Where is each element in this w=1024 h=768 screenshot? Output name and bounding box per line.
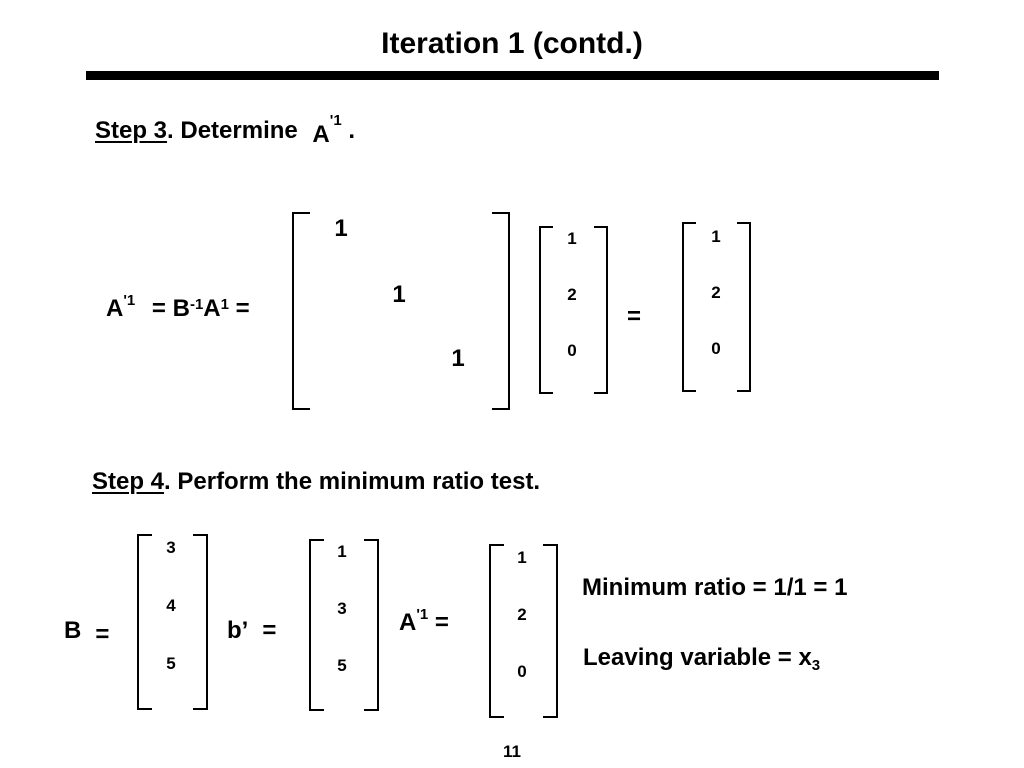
vector-right-bracket — [594, 226, 608, 394]
step4-label: Step 4 — [92, 468, 165, 495]
title-rule — [86, 71, 939, 80]
B-right-bracket — [193, 534, 208, 710]
b-left-bracket — [309, 539, 324, 711]
eq1-lhs-sup: '1 — [123, 292, 136, 309]
matrix-cell: 1 — [451, 345, 465, 372]
b-prime-equals: = — [262, 617, 277, 644]
page-number: 11 — [503, 742, 521, 761]
B-cell: 3 — [166, 538, 176, 557]
A-prime-symbol: A — [399, 609, 417, 636]
slide-title: Iteration 1 (contd.) — [381, 27, 643, 60]
vector-cell: 1 — [567, 229, 577, 248]
b-right-bracket — [364, 539, 379, 711]
result-left-bracket — [682, 222, 696, 392]
step4-line: Step 4. Perform the minimum ratio test. — [92, 467, 540, 497]
step3-sup: '1 — [329, 112, 342, 129]
vector-left-bracket — [539, 226, 553, 394]
step3-line: Step 3. Determine A'1 . — [95, 112, 356, 148]
A-left-bracket — [489, 544, 504, 718]
step3-text: . Determine — [167, 117, 305, 144]
A-cell: 1 — [517, 548, 527, 567]
B-cell: 5 — [166, 654, 176, 673]
step3-label: Step 3 — [95, 117, 168, 144]
B-equals: = — [95, 621, 110, 648]
leaving-label: Leaving variable = x — [583, 644, 812, 671]
b-prime-label: b’ = — [227, 616, 276, 646]
A-cell: 0 — [517, 662, 527, 681]
eq1-mid-sup: -1 — [189, 296, 204, 313]
matrix-left-bracket — [292, 212, 310, 410]
eq1-eq: = — [228, 295, 250, 322]
eq1-mid2: A — [203, 295, 221, 322]
result-cell: 1 — [711, 227, 721, 246]
B-cell: 4 — [166, 596, 176, 615]
matrix-cell: 1 — [334, 215, 348, 242]
B-label: B= — [64, 616, 110, 648]
B-symbol: B — [64, 617, 82, 644]
A-prime-label: A'1 = — [399, 606, 449, 638]
matrix-cell: 1 — [392, 281, 406, 308]
step3-end: . — [341, 117, 356, 144]
equation1-lhs: A'1 = B-1A1 = — [106, 292, 250, 324]
A-prime-sup: '1 — [416, 606, 429, 623]
vector-cell: 2 — [567, 285, 577, 304]
result-right-bracket — [737, 222, 751, 392]
eq1-mid2-sup: 1 — [220, 296, 229, 313]
step3-symbol: A — [312, 121, 330, 148]
eq1-mid: = B — [145, 295, 190, 322]
leaving-sub: 3 — [811, 657, 821, 674]
min-ratio-text: Minimum ratio = 1/1 = 1 — [582, 574, 848, 601]
b-cell: 1 — [337, 542, 347, 561]
b-cell: 3 — [337, 599, 347, 618]
result-cell: 0 — [711, 339, 721, 358]
result-cell: 2 — [711, 283, 721, 302]
leaving-variable-text: Leaving variable = x3 — [583, 643, 820, 676]
vector-cell: 0 — [567, 341, 577, 360]
A-right-bracket — [543, 544, 558, 718]
b-prime-symbol: b’ — [227, 617, 249, 644]
step4-text: . Perform the minimum ratio test. — [164, 468, 541, 495]
A-prime-equals: = — [428, 609, 449, 636]
b-cell: 5 — [337, 656, 347, 675]
equals-sign: = — [627, 303, 642, 330]
B-left-bracket — [137, 534, 152, 710]
matrix-right-bracket — [492, 212, 510, 410]
eq1-lhs-symbol: A — [106, 295, 124, 322]
A-cell: 2 — [517, 605, 527, 624]
